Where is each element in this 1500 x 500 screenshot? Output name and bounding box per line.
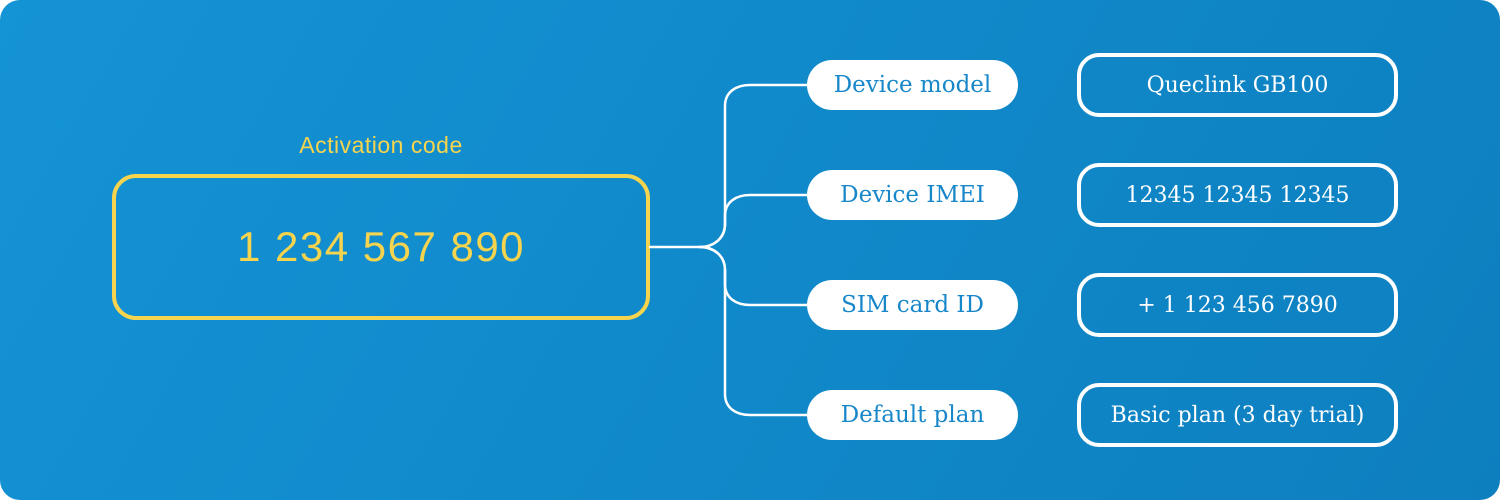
value-box-device-model: Queclink GB100 <box>1077 53 1398 117</box>
pill-label: Device IMEI <box>840 182 985 208</box>
pill-label: SIM card ID <box>841 292 984 318</box>
activation-code-label: Activation code <box>299 132 463 158</box>
value-text: + 1 123 456 7890 <box>1137 292 1338 318</box>
label-pill-sim-card-id: SIM card ID <box>807 280 1018 330</box>
connector-branch-device-model <box>698 83 810 249</box>
label-pill-device-model: Device model <box>807 60 1018 110</box>
connector-branch-default-plan <box>698 245 810 417</box>
value-text: Basic plan (3 day trial) <box>1110 402 1365 428</box>
value-box-sim-card-id: + 1 123 456 7890 <box>1077 273 1398 337</box>
connector-branch-sim-card-id <box>698 245 810 307</box>
connector-branch-device-imei <box>698 193 810 249</box>
activation-code-box: 1 234 567 890 <box>112 174 650 320</box>
label-pill-device-imei: Device IMEI <box>807 170 1018 220</box>
label-pill-default-plan: Default plan <box>807 390 1018 440</box>
value-box-default-plan: Basic plan (3 day trial) <box>1077 383 1398 447</box>
value-text: 12345 12345 12345 <box>1125 182 1350 208</box>
activation-code-value: 1 234 567 890 <box>236 223 526 270</box>
pill-label: Default plan <box>840 402 985 428</box>
value-box-device-imei: 12345 12345 12345 <box>1077 163 1398 227</box>
pill-label: Device model <box>833 72 992 98</box>
value-text: Queclink GB100 <box>1146 72 1329 98</box>
